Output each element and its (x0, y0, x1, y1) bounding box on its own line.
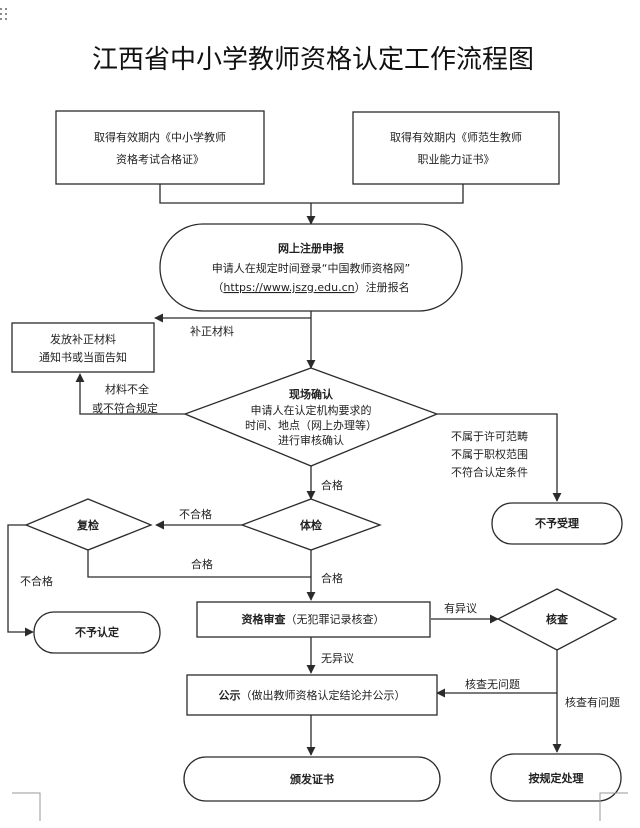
node-review-bold: 资格审查 (242, 612, 286, 626)
node-supplement-line1: 发放补正材料 (50, 332, 116, 346)
edge-label-out-of-scope-1: 不属于许可范畴 (451, 429, 528, 443)
node-supplement-line2: 通知书或当面告知 (39, 350, 127, 364)
node-publicity-text: 公示（做出教师资格认定结论并公示） (219, 688, 406, 702)
connectors (7, 184, 562, 756)
node-online-registration: 网上注册申报 申请人在规定时间登录“中国教师资格网” （https://www.… (159, 223, 463, 312)
node-not-recognized-label: 不予认定 (75, 625, 119, 639)
node-onsite-confirmation: 现场确认 申请人在认定机构要求的 时间、地点（网上办理等） 进行审核确认 (183, 367, 439, 467)
node-review-text: 资格审查（无犯罪记录核查） (242, 612, 385, 626)
node-cert-exam-line1: 取得有效期内《中小学教师 (94, 130, 226, 144)
node-handle-label: 按规定处理 (529, 771, 584, 785)
edge-label-incomplete-2: 或不符合规定 (92, 401, 158, 415)
edge-label-pass-physical: 合格 (321, 571, 343, 585)
edge-label-verify-ok: 核查无问题 (465, 677, 520, 691)
node-recheck-label: 复检 (76, 518, 99, 532)
node-onsite-line3: 进行审核确认 (278, 433, 344, 447)
node-recheck: 复检 (24, 498, 153, 551)
node-review-normal: （无犯罪记录核查） (286, 612, 385, 626)
node-not-recognized: 不予认定 (33, 611, 161, 654)
node-qualification-review: 资格审查（无犯罪记录核查） (196, 601, 431, 638)
edge-label-incomplete-1: 材料不全 (105, 382, 149, 396)
node-onsite-heading: 现场确认 (289, 387, 334, 401)
node-cert-normal-line1: 取得有效期内《师范生教师 (390, 130, 522, 144)
edge-label-out-of-scope-3: 不符合认定条件 (451, 465, 528, 479)
node-publicity-normal: （做出教师资格认定结论并公示） (241, 688, 406, 702)
edge-label-verify-problem: 核查有问题 (565, 695, 620, 709)
node-handle-by-rules: 按规定处理 (490, 753, 622, 802)
node-online-line2: （https://www.jszg.edu.cn）注册报名 (212, 280, 409, 294)
node-online-heading: 网上注册申报 (278, 241, 345, 255)
edge-label-fail-recheck: 不合格 (20, 574, 53, 588)
node-supplement-notice: 发放补正材料 通知书或当面告知 (11, 322, 155, 373)
node-cert-exam-line2: 资格考试合格证》 (116, 152, 204, 166)
node-verify-label: 核查 (546, 612, 568, 626)
node-reject-label: 不予受理 (535, 516, 579, 530)
edge-label-no-objection: 无异议 (321, 652, 354, 665)
node-cert-normal-line2: 职业能力证书》 (418, 152, 495, 166)
edge-label-pass-onsite: 合格 (321, 478, 343, 492)
edge-label-supplement: 补正材料 (190, 324, 234, 338)
edge-label-pass-recheck: 合格 (191, 557, 213, 571)
node-issue-label: 颁发证书 (290, 772, 334, 786)
node-publicity: 公示（做出教师资格认定结论并公示） (186, 674, 438, 716)
edge-label-fail-physical: 不合格 (179, 507, 212, 521)
drag-handle-icon[interactable] (0, 8, 12, 22)
node-onsite-line1: 申请人在认定机构要求的 (251, 403, 372, 417)
node-reject-acceptance: 不予受理 (491, 502, 623, 545)
node-online-line1: 申请人在规定时间登录“中国教师资格网” (212, 261, 410, 275)
edge-label-objection: 有异议 (444, 601, 477, 615)
node-physical-label: 体检 (300, 518, 322, 532)
page-corner-marks (12, 792, 628, 821)
node-publicity-bold: 公示 (219, 689, 241, 702)
node-online-paren-close: ）注册报名 (355, 280, 410, 294)
node-onsite-line2: 时间、地点（网上办理等） (245, 418, 377, 432)
node-issue-certificate: 颁发证书 (183, 756, 441, 802)
node-online-paren-open: （ (212, 281, 223, 294)
node-cert-exam: 取得有效期内《中小学教师 资格考试合格证》 (55, 110, 265, 185)
edge-label-out-of-scope-2: 不属于职权范围 (451, 447, 528, 461)
node-physical-exam: 体检 (240, 498, 382, 551)
node-verify: 核查 (496, 588, 618, 651)
jszg-link[interactable]: https://www.jszg.edu.cn (223, 281, 354, 294)
node-cert-normal: 取得有效期内《师范生教师 职业能力证书》 (352, 111, 560, 185)
page-title: 江西省中小学教师资格认定工作流程图 (92, 45, 534, 75)
edge-labels: 补正材料 材料不全 或不符合规定 不属于许可范畴 不属于职权范围 不符合认定条件… (20, 324, 620, 709)
